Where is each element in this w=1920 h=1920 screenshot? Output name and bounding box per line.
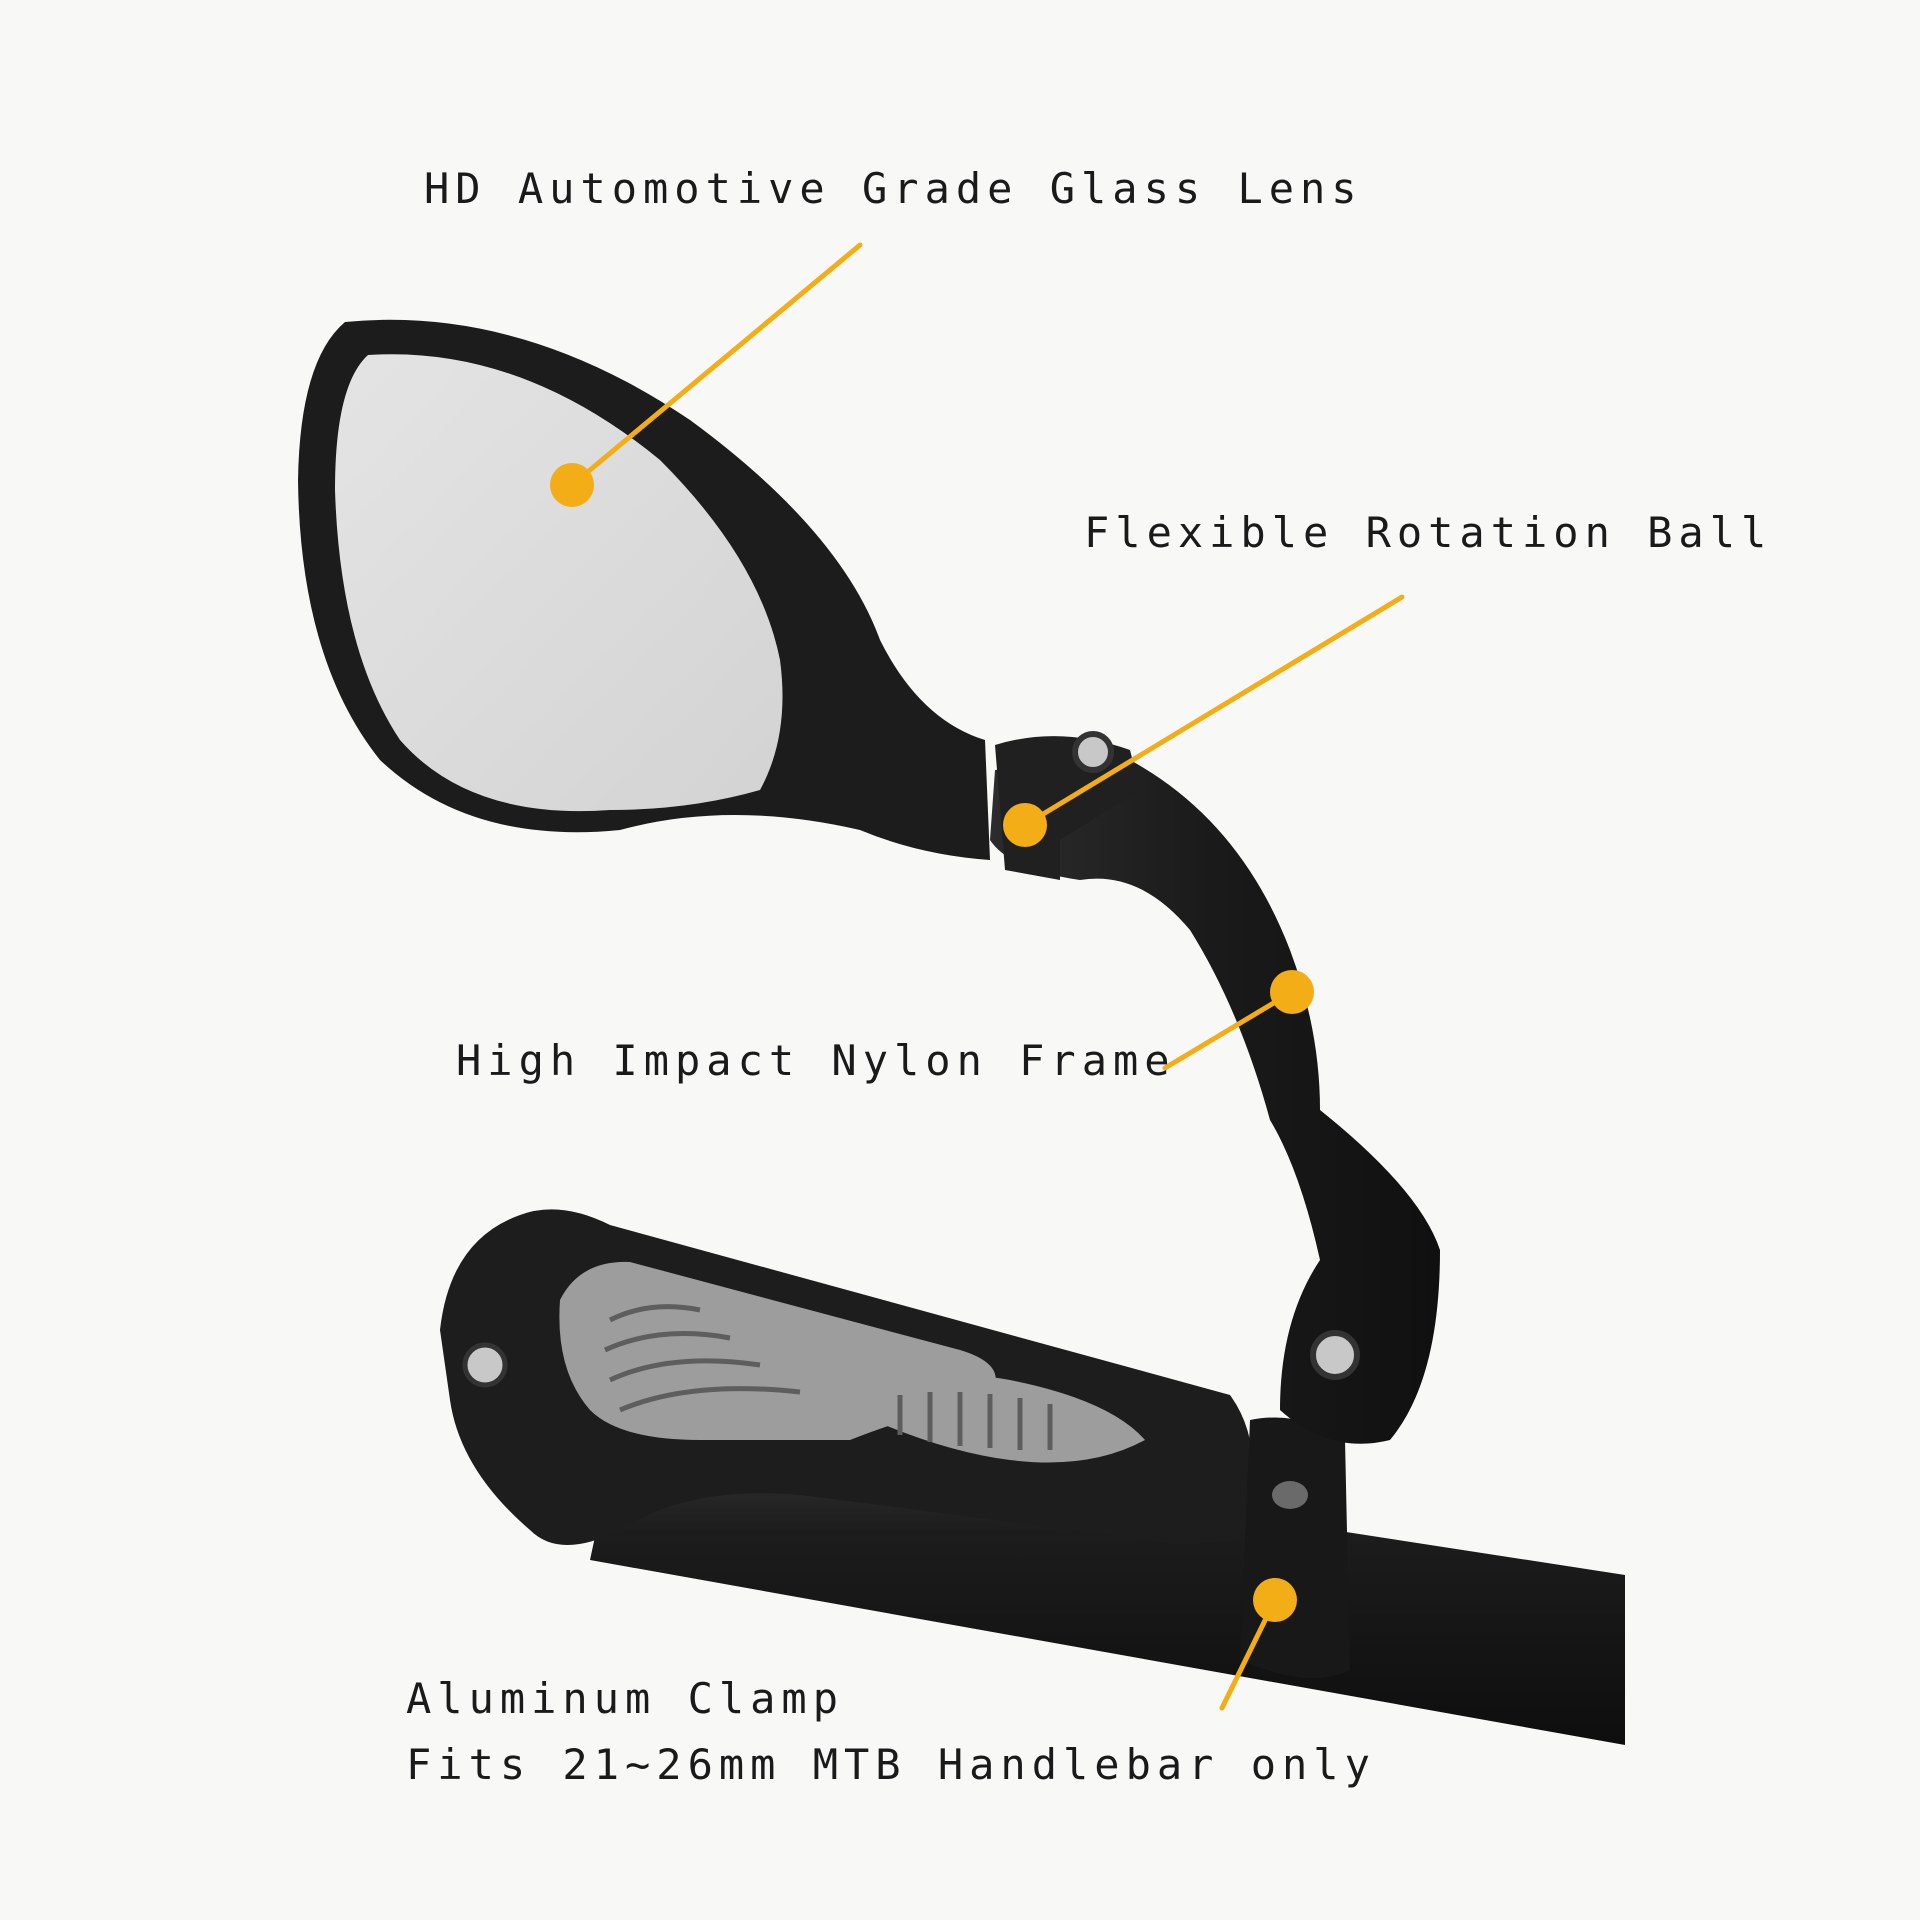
label-glass-lens: HD Automotive Grade Glass Lens	[424, 164, 1363, 213]
handlebar-grip	[440, 1209, 1253, 1545]
leader-lens	[569, 242, 863, 488]
dot-ball	[1003, 803, 1047, 847]
dot-lens	[550, 463, 594, 507]
nylon-frame-arm	[990, 760, 1440, 1444]
glass-lens	[335, 354, 783, 812]
dot-frame	[1270, 970, 1314, 1014]
callout-dots	[550, 463, 1314, 1622]
mirror-housing	[298, 319, 990, 860]
label-handlebar-fit: Fits 21~26mm MTB Handlebar only	[406, 1740, 1376, 1789]
dot-clamp	[1253, 1578, 1297, 1622]
label-nylon-frame: High Impact Nylon Frame	[456, 1036, 1176, 1085]
leader-ball	[1022, 594, 1405, 828]
label-aluminum-clamp: Aluminum Clamp	[406, 1674, 845, 1723]
label-rotation-ball: Flexible Rotation Ball	[1084, 508, 1773, 557]
handlebar	[590, 1420, 1625, 1745]
leader-frame	[1162, 989, 1295, 1071]
